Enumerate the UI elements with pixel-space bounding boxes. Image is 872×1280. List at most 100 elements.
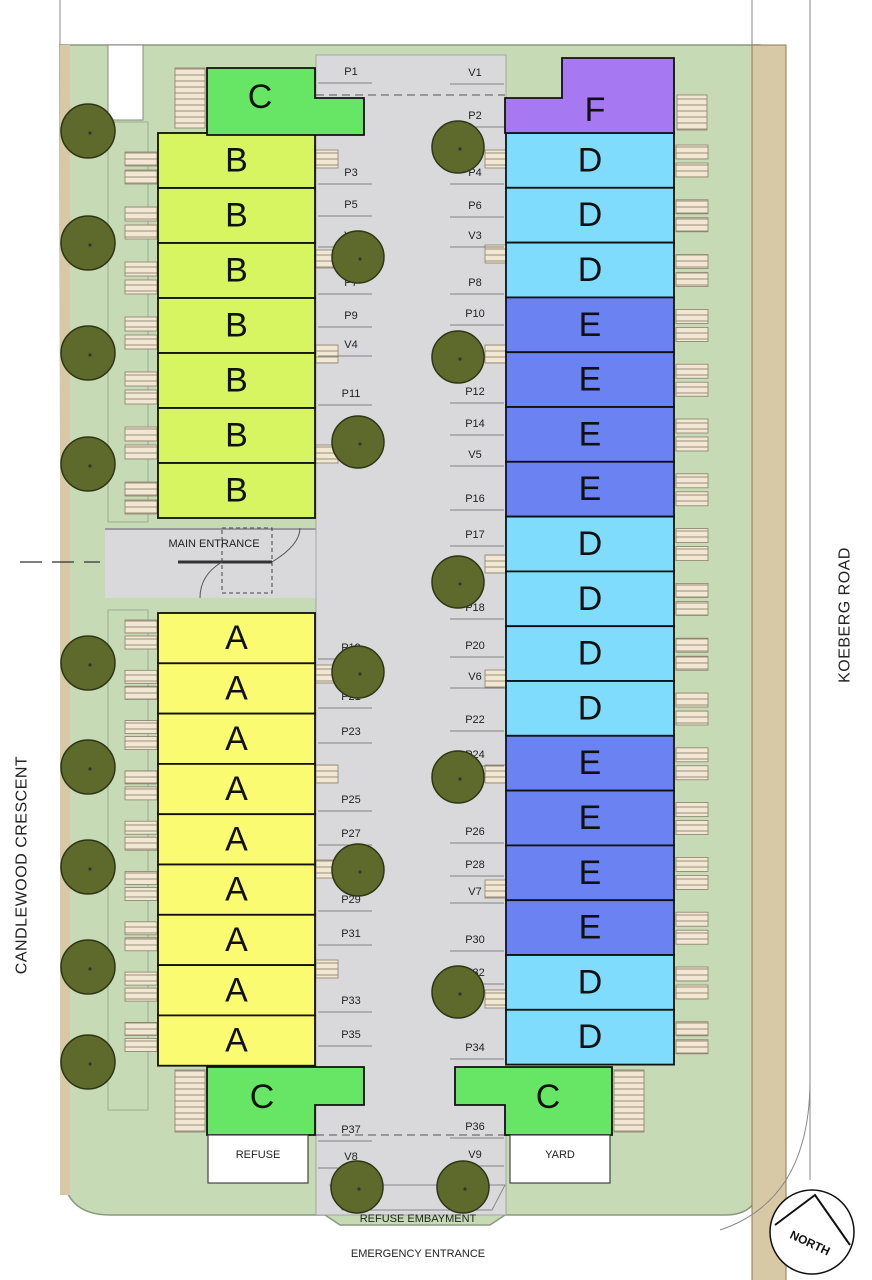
stair-pad xyxy=(124,316,158,332)
stair-pad xyxy=(675,144,709,160)
stair-pad xyxy=(124,481,158,497)
tree-trunk xyxy=(88,243,92,247)
stair-pad xyxy=(124,820,158,835)
stair-pad xyxy=(124,736,158,750)
unit-block xyxy=(505,789,675,847)
unit-right-17: D xyxy=(505,1008,675,1066)
bay-label: P11 xyxy=(342,388,361,400)
tree-trunk xyxy=(88,464,92,468)
unit-letter: A xyxy=(225,871,248,909)
bay-label: V7 xyxy=(468,886,481,898)
stair-pad xyxy=(124,261,158,277)
stair-pad xyxy=(484,244,508,264)
parking-bay: P29 xyxy=(318,894,372,912)
unit-right-12: E xyxy=(505,734,675,792)
unit-letter: D xyxy=(578,196,603,234)
unit-letter: B xyxy=(225,142,248,180)
bay-label: P1 xyxy=(344,66,357,78)
tree-trunk xyxy=(358,257,362,261)
stair-pad xyxy=(174,1069,206,1133)
unit-a-6: A xyxy=(157,863,316,916)
tree-canopy xyxy=(431,965,485,1019)
koeberg-road-label: KOEBERG ROAD xyxy=(837,547,854,683)
tree-trunk xyxy=(358,870,362,874)
tree xyxy=(331,230,385,284)
unit-letter: C xyxy=(248,78,273,116)
stair-pad xyxy=(675,655,709,671)
stair-pad xyxy=(675,692,709,708)
stair-pad xyxy=(675,875,709,890)
stair-pad xyxy=(124,971,158,986)
unit-right-11: D xyxy=(505,680,675,737)
unit-right-13: E xyxy=(505,789,675,847)
stair-pad xyxy=(613,1069,645,1133)
north-arrow: NORTH xyxy=(769,1189,855,1275)
stair-pad xyxy=(124,499,158,515)
parking-bay: V7 xyxy=(450,886,504,904)
tree-canopy xyxy=(431,120,485,174)
unit-letter: A xyxy=(225,971,248,1009)
bay-label: P12 xyxy=(465,386,485,398)
bay-label: P34 xyxy=(465,1042,485,1054)
unit-letter: B xyxy=(225,472,248,510)
unit-letter: E xyxy=(579,854,602,892)
unit-f: F xyxy=(504,57,675,134)
parking-bay: P25 xyxy=(318,794,372,812)
tree xyxy=(431,555,485,609)
stair-pad xyxy=(124,669,158,684)
stair-pad xyxy=(675,162,709,178)
parking-bay: P28 xyxy=(450,859,504,877)
bay-label: P5 xyxy=(344,199,357,211)
stair-pad xyxy=(174,67,206,129)
unit-letter: A xyxy=(225,820,248,858)
tree-trunk xyxy=(358,442,362,446)
bay-label: P17 xyxy=(465,529,485,541)
unit-right-8: D xyxy=(505,515,675,573)
tree-trunk xyxy=(88,867,92,871)
stair-pad xyxy=(675,710,709,726)
bay-label: P22 xyxy=(465,714,485,726)
parking-bay: P11 xyxy=(318,388,372,406)
tree xyxy=(431,120,485,174)
tree-canopy xyxy=(60,103,116,159)
stair-pad xyxy=(675,1039,709,1055)
stair-pad xyxy=(675,637,709,653)
unit-right-7: E xyxy=(505,460,675,518)
tree-canopy xyxy=(60,215,116,271)
stair-pad xyxy=(315,344,339,364)
unit-letter: D xyxy=(578,1018,603,1056)
parking-bay: P22 xyxy=(450,714,504,732)
parking-bay: V5 xyxy=(450,449,504,467)
stair-pad xyxy=(675,308,709,324)
unit-letter: C xyxy=(536,1078,561,1116)
stair-pad xyxy=(124,770,158,785)
stair-pad xyxy=(124,224,158,240)
bay-label: P16 xyxy=(465,493,485,505)
unit-letter: D xyxy=(578,635,603,673)
bay-label: P23 xyxy=(341,726,361,738)
stair-pad xyxy=(124,836,158,851)
unit-block xyxy=(157,132,316,189)
stair-pad xyxy=(124,1038,158,1052)
parking-bay: P30 xyxy=(450,934,504,952)
bay-label: P6 xyxy=(468,200,481,212)
unit-a-8: A xyxy=(157,964,316,1017)
parking-bay: P14 xyxy=(450,418,504,436)
stair-pad xyxy=(675,1021,709,1037)
tree xyxy=(331,843,385,897)
stair-pad xyxy=(676,94,708,131)
parking-bay: P16 xyxy=(450,493,504,511)
stair-pad xyxy=(315,959,339,979)
unit-block xyxy=(505,186,675,244)
bay-label: V6 xyxy=(468,671,481,683)
tree-trunk xyxy=(458,992,462,996)
tree-trunk xyxy=(88,1062,92,1066)
tree-canopy xyxy=(60,939,116,995)
stair-pad xyxy=(675,381,709,397)
tree xyxy=(431,750,485,804)
unit-block xyxy=(157,352,316,409)
unit-block xyxy=(157,612,316,665)
unit-block xyxy=(157,662,316,715)
stair-pad xyxy=(484,149,508,169)
unit-letter: D xyxy=(578,525,603,563)
